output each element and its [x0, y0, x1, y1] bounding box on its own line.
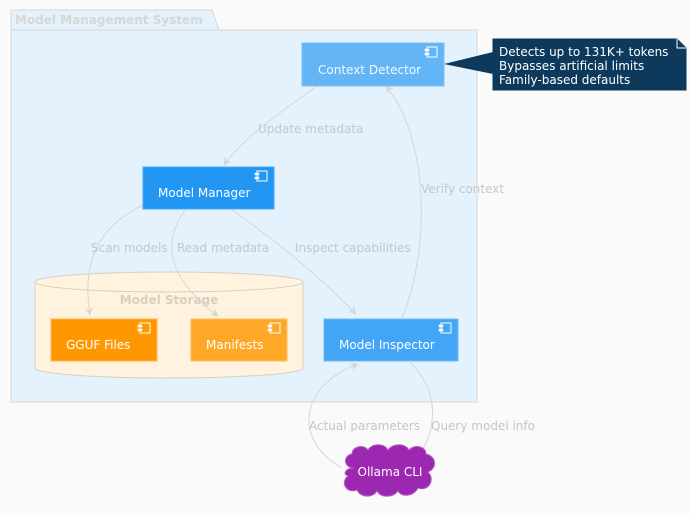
edge-label-scan-models: Scan models [91, 241, 168, 255]
edge-read-metadata [171, 209, 219, 317]
database-title: Model Storage [120, 293, 219, 307]
edge-actual-parameters [308, 362, 359, 469]
cloud-label: Ollama CLI [358, 465, 423, 479]
component-gguf-files[interactable]: GGUF Files [50, 318, 158, 362]
component-label: Manifests [206, 338, 263, 352]
edge-update-metadata [223, 84, 319, 166]
component-label: Model Inspector [339, 338, 435, 352]
note-line-1: Detects up to 131K+ tokens [499, 45, 668, 59]
edge-label-query-model-info: Query model info [431, 419, 535, 433]
note-line-3: Family-based defaults [499, 73, 630, 87]
edge-label-actual-parameters: Actual parameters [309, 419, 420, 433]
edge-label-verify-context: Verify context [421, 182, 504, 196]
component-context-detector[interactable]: Context Detector [301, 42, 445, 87]
edge-label-inspect-capabilities: Inspect capabilities [295, 241, 411, 255]
cloud-shape [343, 444, 435, 497]
cloud-ollama-cli[interactable]: Ollama CLI [343, 444, 435, 497]
edge-label-update-metadata: Update metadata [258, 122, 363, 136]
edge-scan-models [84, 201, 151, 316]
component-model-inspector[interactable]: Model Inspector [323, 318, 459, 362]
component-manifests[interactable]: Manifests [190, 318, 288, 362]
note-line-2: Bypasses artificial limits [499, 59, 644, 73]
component-label: GGUF Files [66, 338, 130, 352]
edge-inspect-capabilities [231, 209, 357, 315]
component-label: Context Detector [318, 63, 421, 77]
package-title: Model Management System [15, 13, 203, 27]
component-model-manager[interactable]: Model Manager [142, 166, 275, 210]
note-context-detector: Detects up to 131K+ tokens Bypasses arti… [444, 38, 687, 91]
component-label: Model Manager [158, 186, 251, 200]
edge-verify-context [385, 85, 422, 319]
edge-label-read-metadata: Read metadata [177, 241, 269, 255]
edges [84, 84, 433, 469]
